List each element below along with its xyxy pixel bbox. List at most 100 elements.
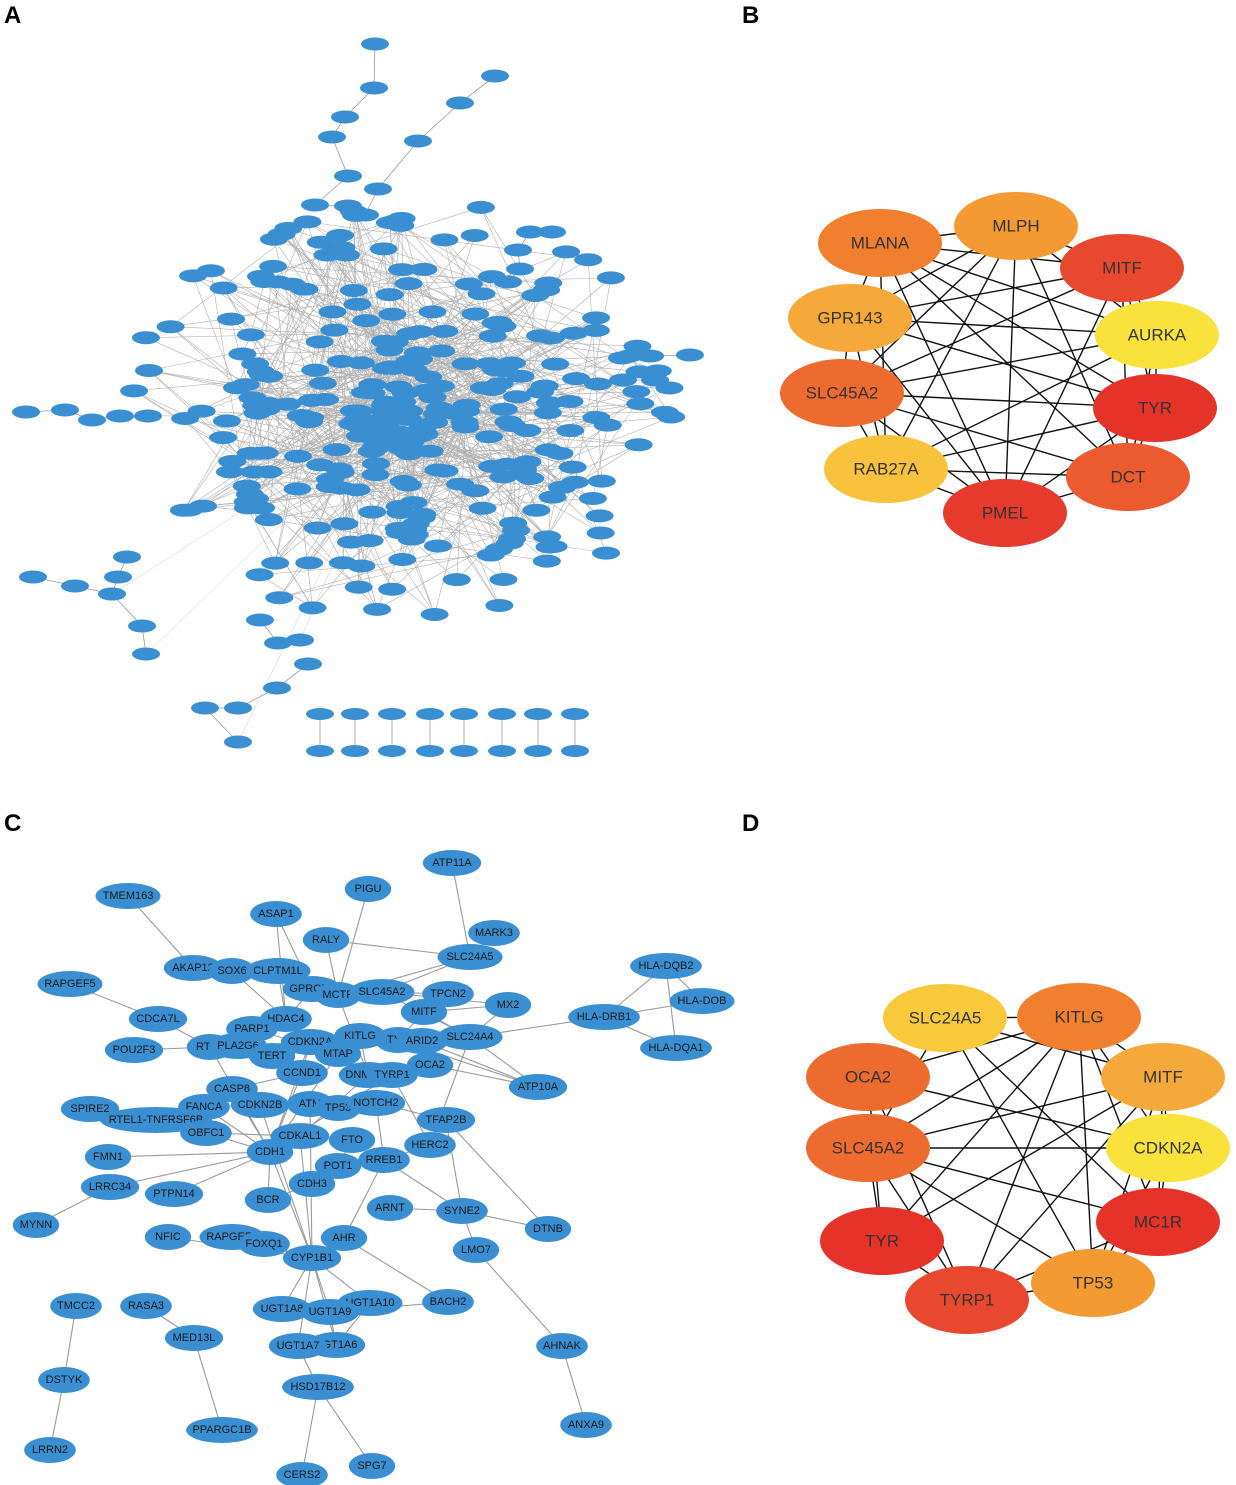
network-a-node (609, 373, 637, 387)
network-a-node (120, 384, 149, 398)
network-a-node (552, 245, 581, 259)
network-a-node (397, 532, 426, 546)
network-a-node (516, 471, 545, 485)
network-a-node (341, 745, 369, 757)
network-a-node (352, 314, 381, 328)
network-a-node (526, 385, 554, 399)
network-a-edge (273, 239, 387, 403)
network-a-node (360, 81, 388, 95)
network-a-node (461, 484, 490, 498)
network-a-node (295, 556, 324, 570)
network-a-edge (229, 242, 322, 472)
network-a-node (283, 482, 312, 496)
network-a-node (484, 315, 513, 329)
network-a-edge (413, 482, 575, 503)
network-a-node (252, 402, 281, 416)
network-a-node (231, 378, 260, 392)
network-a-node (174, 503, 203, 517)
network-a-node (533, 406, 562, 420)
network-a-node (556, 424, 585, 438)
network-a-node (326, 228, 355, 242)
network-a-node (334, 169, 362, 183)
network-a-node (245, 446, 274, 460)
network-a-node (334, 199, 362, 213)
network-a-node (224, 735, 252, 749)
network-a-node (344, 580, 373, 594)
network-a-node (503, 390, 532, 404)
network-a-node (467, 287, 496, 301)
network-a-node (369, 242, 398, 256)
network-a-edge (332, 252, 536, 296)
network-a-node (331, 110, 359, 124)
network-a-node (98, 587, 126, 601)
network-a-edge (297, 384, 373, 490)
network-a-node (179, 269, 208, 283)
network-a-node (446, 96, 474, 110)
network-a-node (156, 320, 185, 334)
network-a-node (318, 305, 347, 319)
network-a-node (131, 331, 160, 345)
network-a-node (585, 509, 614, 523)
network-a-node (418, 305, 447, 319)
network-a-node (476, 548, 505, 562)
network-a-node (372, 361, 401, 375)
network-a-edge (373, 43, 376, 89)
network-a-edge (145, 409, 401, 655)
network-a-node (535, 396, 564, 410)
network-a-node (351, 208, 379, 222)
network-a-node (641, 373, 669, 387)
network-a-edge (437, 424, 608, 547)
network-a-edge (407, 409, 504, 486)
network-a-node (559, 326, 588, 340)
network-a-edge (422, 432, 537, 511)
network-a-node (394, 277, 423, 291)
panel-c-letter: C (4, 810, 22, 837)
network-a-node (337, 535, 366, 549)
network-a-node (461, 307, 490, 321)
network-a-node (224, 701, 252, 715)
network-a-node (489, 470, 518, 484)
network-a-node (450, 708, 478, 720)
network-a-node (341, 708, 369, 720)
network-a-node (240, 465, 269, 479)
network-a-node (469, 381, 498, 395)
network-a-edge (317, 396, 518, 529)
network-a-node (322, 443, 351, 457)
network-a-node (378, 745, 406, 757)
network-a-node (218, 455, 247, 469)
network-a-node (558, 460, 587, 474)
network-a-node (330, 517, 359, 531)
network-a-node (584, 377, 612, 391)
network-a-node (441, 406, 470, 420)
network-a-node (327, 241, 356, 255)
network-a-node (306, 235, 335, 249)
network-a-node (284, 449, 313, 463)
network-a-node (430, 233, 459, 247)
network-a-node (581, 323, 610, 337)
network-a-node (364, 182, 392, 196)
panel-a: A (0, 0, 760, 790)
network-a-node (488, 708, 516, 720)
network-a-node (596, 271, 625, 285)
network-a-node (328, 556, 357, 570)
network-a-node (259, 232, 288, 246)
network-a-node (378, 582, 407, 596)
network-a-node (19, 570, 47, 584)
network-a-node (277, 277, 306, 291)
network-a-node (561, 708, 589, 720)
network-a-edge (377, 140, 419, 190)
network-a-edge (417, 102, 461, 142)
network-a-node (404, 134, 432, 148)
network-a-node (216, 312, 245, 326)
network-a-node (378, 307, 407, 321)
network-a-node (259, 259, 288, 273)
network-a-node (451, 357, 480, 371)
network-a-edge (257, 235, 341, 414)
network-a-node (344, 404, 373, 418)
network-a-edge (308, 235, 475, 422)
network-a-node (381, 214, 410, 228)
network-a-node (489, 573, 518, 587)
network-a-edge (183, 405, 257, 511)
network-a-edge (361, 363, 490, 567)
network-a-node (248, 368, 277, 382)
